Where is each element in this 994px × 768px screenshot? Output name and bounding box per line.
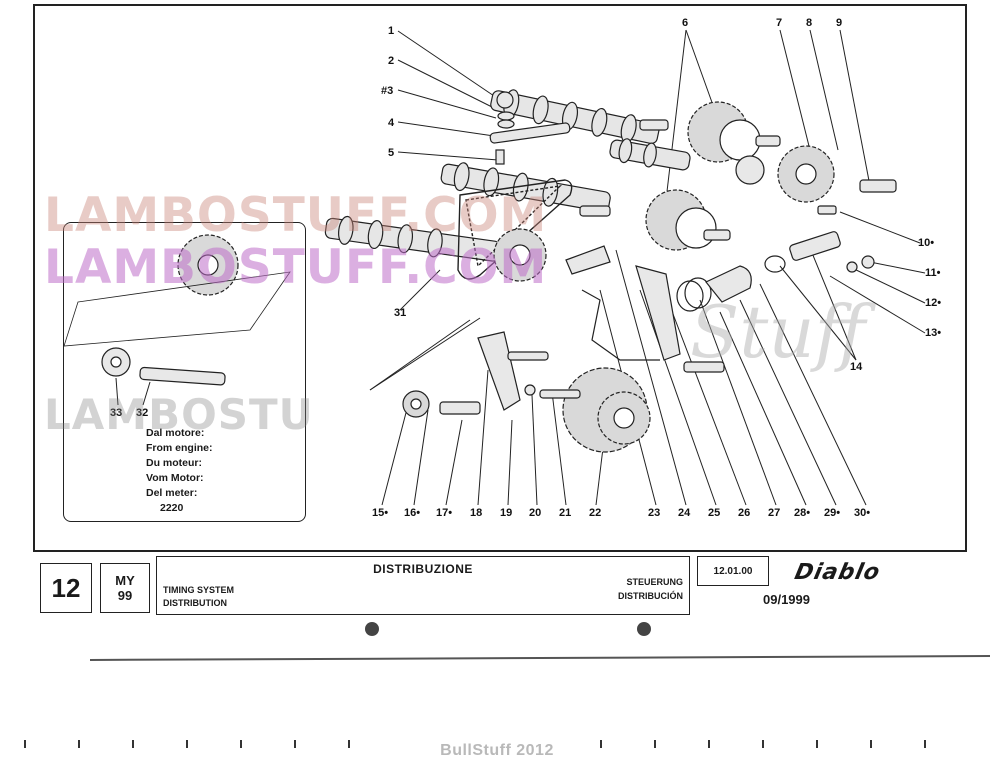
title-english: TIMING SYSTEM — [163, 585, 235, 595]
edge-tick — [24, 740, 26, 748]
callout-30: 30• — [854, 507, 870, 519]
title-box: DISTRIBUZIONE TIMING SYSTEM DISTRIBUTION… — [156, 556, 690, 615]
edge-tick — [348, 740, 350, 748]
callout-19: 19 — [500, 507, 512, 519]
exploded-parts-diagram: 1 2 #3 4 5 6 7 8 9 10• 11• 12• 13• 14 31… — [63, 17, 941, 519]
callout-27: 27 — [768, 507, 780, 519]
callout-25: 25 — [708, 507, 720, 519]
edge-tick — [240, 740, 242, 748]
callout-31: 31 — [394, 307, 406, 319]
callout-4: 4 — [388, 117, 395, 129]
title-spanish: DISTRIBUCIÓN — [618, 591, 683, 601]
callout-8: 8 — [806, 17, 812, 29]
edge-tick — [186, 740, 188, 748]
edge-tick — [132, 740, 134, 748]
callout-22: 22 — [589, 507, 601, 519]
model-year-value: 99 — [117, 588, 133, 603]
callout-6: 6 — [682, 17, 688, 29]
callout-7: 7 — [776, 17, 782, 29]
callout-24: 24 — [678, 507, 691, 519]
edge-tick — [762, 740, 764, 748]
callout-17: 17• — [436, 507, 452, 519]
callout-15: 15• — [372, 507, 388, 519]
edge-tick — [654, 740, 656, 748]
edge-tick — [78, 740, 80, 748]
callout-3: #3 — [381, 85, 393, 97]
callout-1: 1 — [388, 25, 394, 37]
edge-tick — [870, 740, 872, 748]
label-german: Vom Motor: — [146, 472, 204, 484]
callout-29: 29• — [824, 507, 840, 519]
section-number: 12 — [40, 563, 92, 613]
edge-tick — [816, 740, 818, 748]
engine-number: 2220 — [160, 502, 184, 514]
callout-23: 23 — [648, 507, 660, 519]
callout-13: 13• — [925, 327, 941, 339]
label-english: From engine: — [146, 442, 213, 454]
edge-tick — [708, 740, 710, 748]
edge-tick — [600, 740, 602, 748]
footer-rule — [90, 655, 990, 661]
callout-21: 21 — [559, 507, 571, 519]
title-italian: DISTRIBUZIONE — [373, 562, 473, 576]
binder-hole-icon — [365, 622, 379, 636]
callout-28: 28• — [794, 507, 810, 519]
callout-12: 12• — [925, 297, 941, 309]
model-year-box: MY 99 — [100, 563, 150, 613]
issue-date: 09/1999 — [763, 592, 810, 607]
label-spanish: Del meter: — [146, 487, 198, 499]
callout-11: 11• — [925, 267, 941, 279]
label-italian: Dal motore: — [146, 427, 205, 439]
callout-9: 9 — [836, 17, 842, 29]
edge-tick — [294, 740, 296, 748]
binder-hole-icon — [637, 622, 651, 636]
callout-2: 2 — [388, 55, 394, 67]
title-german: STEUERUNG — [626, 577, 683, 587]
callout-32: 32 — [136, 407, 148, 419]
model-year-label: MY — [115, 573, 135, 588]
callout-16: 16• — [404, 507, 420, 519]
title-french: DISTRIBUTION — [163, 598, 227, 608]
callout-18: 18 — [470, 507, 482, 519]
inset-engine-variant — [63, 222, 306, 522]
sheet-code: 12.01.00 — [697, 556, 769, 586]
callout-26: 26 — [738, 507, 750, 519]
callout-10: 10• — [918, 237, 934, 249]
callout-33: 33 — [110, 407, 122, 419]
callout-20: 20 — [529, 507, 541, 519]
credit-watermark: BullStuff 2012 — [440, 742, 554, 759]
label-french: Du moteur: — [146, 457, 202, 469]
callout-5: 5 — [388, 147, 394, 159]
edge-tick — [924, 740, 926, 748]
diablo-logo: Diablo — [792, 560, 883, 585]
callout-14: 14 — [850, 361, 863, 373]
inset-engine-labels: Dal motore: From engine: Du moteur: Vom … — [146, 426, 213, 516]
